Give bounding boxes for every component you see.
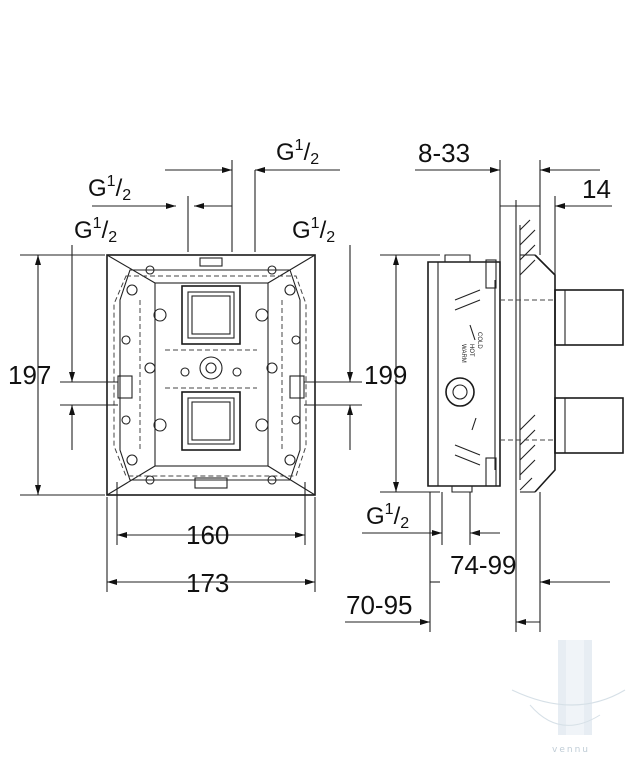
front-dimensions — [20, 160, 362, 592]
dimension-height-197: 197 — [8, 360, 51, 390]
dimension-depth-70-95: 70-95 — [346, 590, 413, 620]
lower-cartridge — [181, 391, 241, 451]
dimension-width-173: 173 — [186, 568, 229, 598]
front-outer-plate — [106, 254, 316, 496]
label-cold: COLD — [476, 332, 482, 349]
dimension-depth-74-99: 74-99 — [450, 550, 517, 580]
dimension-depth-14: 14 — [582, 174, 611, 204]
thread-label-bottom: G1/2 — [366, 501, 409, 532]
dimension-width-160: 160 — [186, 520, 229, 550]
watermark-logo: vennu — [511, 640, 626, 755]
dimension-height-199: 199 — [364, 360, 407, 390]
thread-label-top-right: G1/2 — [276, 137, 319, 168]
upper-spindle — [554, 289, 624, 346]
dimension-depth-8-33: 8-33 — [418, 138, 470, 168]
watermark-text: vennu — [552, 745, 590, 755]
thread-label-upper-left: G1/2 — [74, 215, 117, 246]
side-view: COLD HOT WARM — [427, 219, 624, 493]
front-view — [106, 254, 316, 496]
label-warm: WARM — [460, 344, 466, 363]
front-labels: G1/2 G1/2 G1/2 G1/2 197 160 173 — [8, 137, 335, 598]
side-labels: 8-33 14 199 G1/2 74-99 70-95 — [346, 138, 611, 620]
thread-label-top-left: G1/2 — [88, 173, 131, 204]
label-hot: HOT — [468, 344, 474, 357]
lower-spindle — [554, 397, 624, 454]
side-valve — [445, 377, 475, 407]
thread-label-upper-right: G1/2 — [292, 215, 335, 246]
side-dimensions — [345, 160, 612, 632]
upper-cartridge — [181, 285, 241, 345]
